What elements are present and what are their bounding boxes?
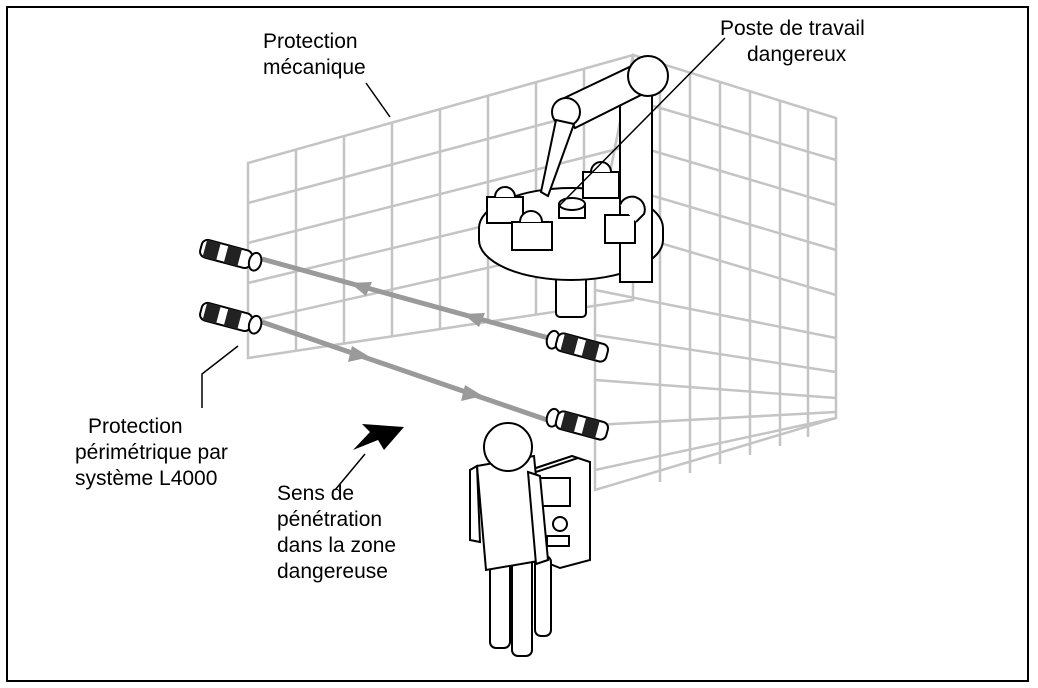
- beam-arrow-upper-1: [350, 282, 372, 296]
- label-perimeter-protection-line2: périmétrique par: [75, 441, 228, 464]
- sensor-left-upper: [199, 238, 263, 272]
- workpieces: [486, 161, 646, 251]
- beam-arrow-upper-2: [463, 313, 485, 327]
- sensor-right-lower: [545, 407, 610, 441]
- label-hazardous-workstation-line1: Poste de travail: [720, 17, 865, 40]
- beam-arrow-lower-1: [348, 346, 370, 362]
- label-mechanical-guard: Protection mécanique: [263, 30, 366, 79]
- fence-right-wall: [593, 53, 838, 492]
- label-hazardous-workstation-line2: dangereux: [747, 43, 847, 66]
- label-approach-direction: Sens de pénétration dans la zone dangere…: [277, 482, 396, 583]
- label-approach-direction-line4: dangereuse: [277, 560, 388, 583]
- label-perimeter-protection-line1: Protection: [88, 415, 183, 438]
- robot-column: [619, 91, 653, 283]
- label-perimeter-protection: Protection périmétrique par système L400…: [75, 415, 228, 490]
- label-approach-direction-line3: dans la zone: [277, 534, 396, 557]
- beam-upper: [261, 256, 557, 343]
- beam-lower: [261, 319, 557, 426]
- label-mechanical-guard-line1: Protection: [263, 30, 358, 53]
- leader-lines: [201, 82, 391, 491]
- entry-direction-arrow: [353, 424, 404, 450]
- label-approach-direction-line1: Sens de: [277, 482, 354, 505]
- robot-workstation: [478, 37, 726, 318]
- label-hazardous-workstation: Poste de travail dangereux: [720, 17, 865, 66]
- label-mechanical-guard-line2: mécanique: [263, 56, 366, 79]
- light-beams: [261, 256, 557, 426]
- beam-arrow-lower-2: [461, 385, 483, 401]
- sensor-left-lower: [199, 301, 263, 335]
- label-perimeter-protection-line3: système L4000: [75, 467, 217, 490]
- label-approach-direction-line2: pénétration: [277, 508, 382, 531]
- sensor-right-upper: [545, 329, 610, 363]
- operator-person-icon: [469, 422, 552, 657]
